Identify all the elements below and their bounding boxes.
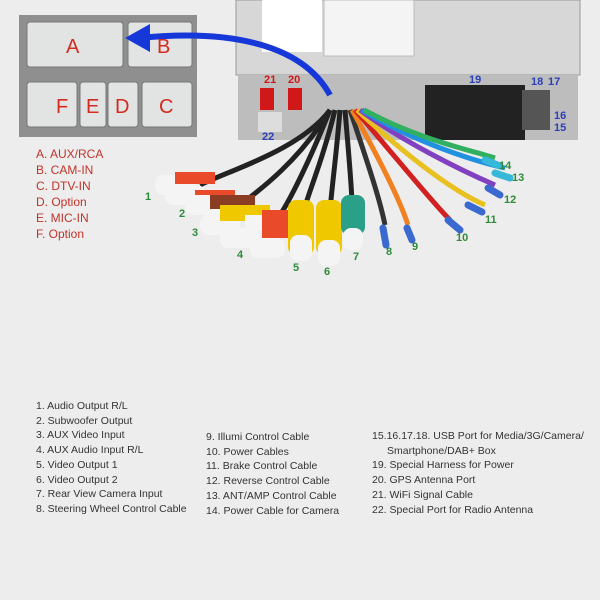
description-column-1: 1. Audio Output R/L 2. Subwoofer Output …	[36, 399, 187, 517]
description-item: 13. ANT/AMP Control Cable	[206, 489, 337, 502]
description-item: 6. Video Output 2	[36, 473, 118, 486]
legend-item: A. AUX/RCA	[36, 147, 104, 161]
description-item: Smartphone/DAB+ Box	[387, 444, 496, 457]
connector-legend: A. AUX/RCA B. CAM-IN C. DTV-IN D. Option…	[36, 146, 103, 242]
connector-label-f: F	[56, 96, 69, 118]
description-item: 5. Video Output 1	[36, 458, 118, 471]
connector-label-c: C	[159, 96, 174, 118]
description-item: 11. Brake Control Cable	[206, 460, 318, 473]
callout-12: 12	[504, 194, 517, 206]
description-item: 14. Power Cable for Camera	[206, 504, 340, 517]
arrow	[139, 32, 333, 97]
description-item: 15.16.17.18. USB Port for Media/3G/Camer…	[372, 430, 584, 442]
connector-label-b: B	[157, 36, 171, 58]
callout-15: 15	[554, 122, 567, 134]
rca-plugs	[155, 172, 365, 266]
legend-item: E. MIC-IN	[36, 211, 89, 225]
callout-9: 9	[412, 241, 419, 253]
description-item: 2. Subwoofer Output	[36, 414, 133, 427]
description-column-3: 15.16.17.18. USB Port for Media/3G/Camer…	[372, 429, 584, 517]
callout-3: 3	[192, 227, 199, 239]
legend-item: D. Option	[36, 195, 87, 209]
description-item: 12. Reverse Control Cable	[206, 475, 330, 488]
description-item: 10. Power Cables	[206, 445, 289, 458]
callout-17: 17	[548, 76, 561, 88]
description-item: 1. Audio Output R/L	[36, 400, 128, 412]
description-item: 3. AUX Video Input	[36, 429, 125, 442]
description-item: 21. WiFi Signal Cable	[372, 488, 473, 501]
callout-1: 1	[145, 191, 152, 203]
connector-label-a: A	[66, 36, 80, 58]
callout-7: 7	[353, 251, 360, 263]
callout-22: 22	[262, 131, 275, 143]
description-item: 22. Special Port for Radio Antenna	[372, 503, 534, 516]
callout-11: 11	[485, 214, 497, 226]
description-item: 20. GPS Antenna Port	[372, 474, 476, 487]
description-item: 9. Illumi Control Cable	[206, 431, 310, 443]
callout-14: 14	[499, 160, 512, 172]
description-item: 4. AUX Audio Input R/L	[36, 444, 144, 457]
description-column-2: 9. Illumi Control Cable 10. Power Cables…	[206, 430, 339, 518]
callout-21: 21	[264, 74, 277, 86]
callout-4: 4	[237, 249, 244, 261]
legend-item: B. CAM-IN	[36, 163, 94, 177]
callout-18: 18	[531, 76, 544, 88]
callout-8: 8	[386, 246, 393, 258]
callout-16: 16	[554, 110, 567, 122]
description-item: 7. Rear View Camera Input	[36, 488, 163, 501]
connector-label-e: E	[86, 96, 100, 118]
head-unit	[235, 0, 581, 140]
legend-item: C. DTV-IN	[36, 179, 91, 193]
callout-20: 20	[288, 74, 301, 86]
callout-19: 19	[469, 74, 482, 86]
description-item: 19. Special Harness for Power	[372, 459, 514, 472]
callout-10: 10	[456, 232, 469, 244]
callout-5: 5	[293, 262, 300, 274]
callout-6: 6	[324, 266, 331, 278]
description-item: 8. Steering Wheel Control Cable	[36, 502, 187, 515]
legend-item: F. Option	[36, 227, 85, 241]
connector-label-d: D	[115, 96, 130, 118]
callout-13: 13	[512, 172, 525, 184]
callout-2: 2	[179, 208, 186, 220]
wire-ends	[379, 156, 514, 249]
